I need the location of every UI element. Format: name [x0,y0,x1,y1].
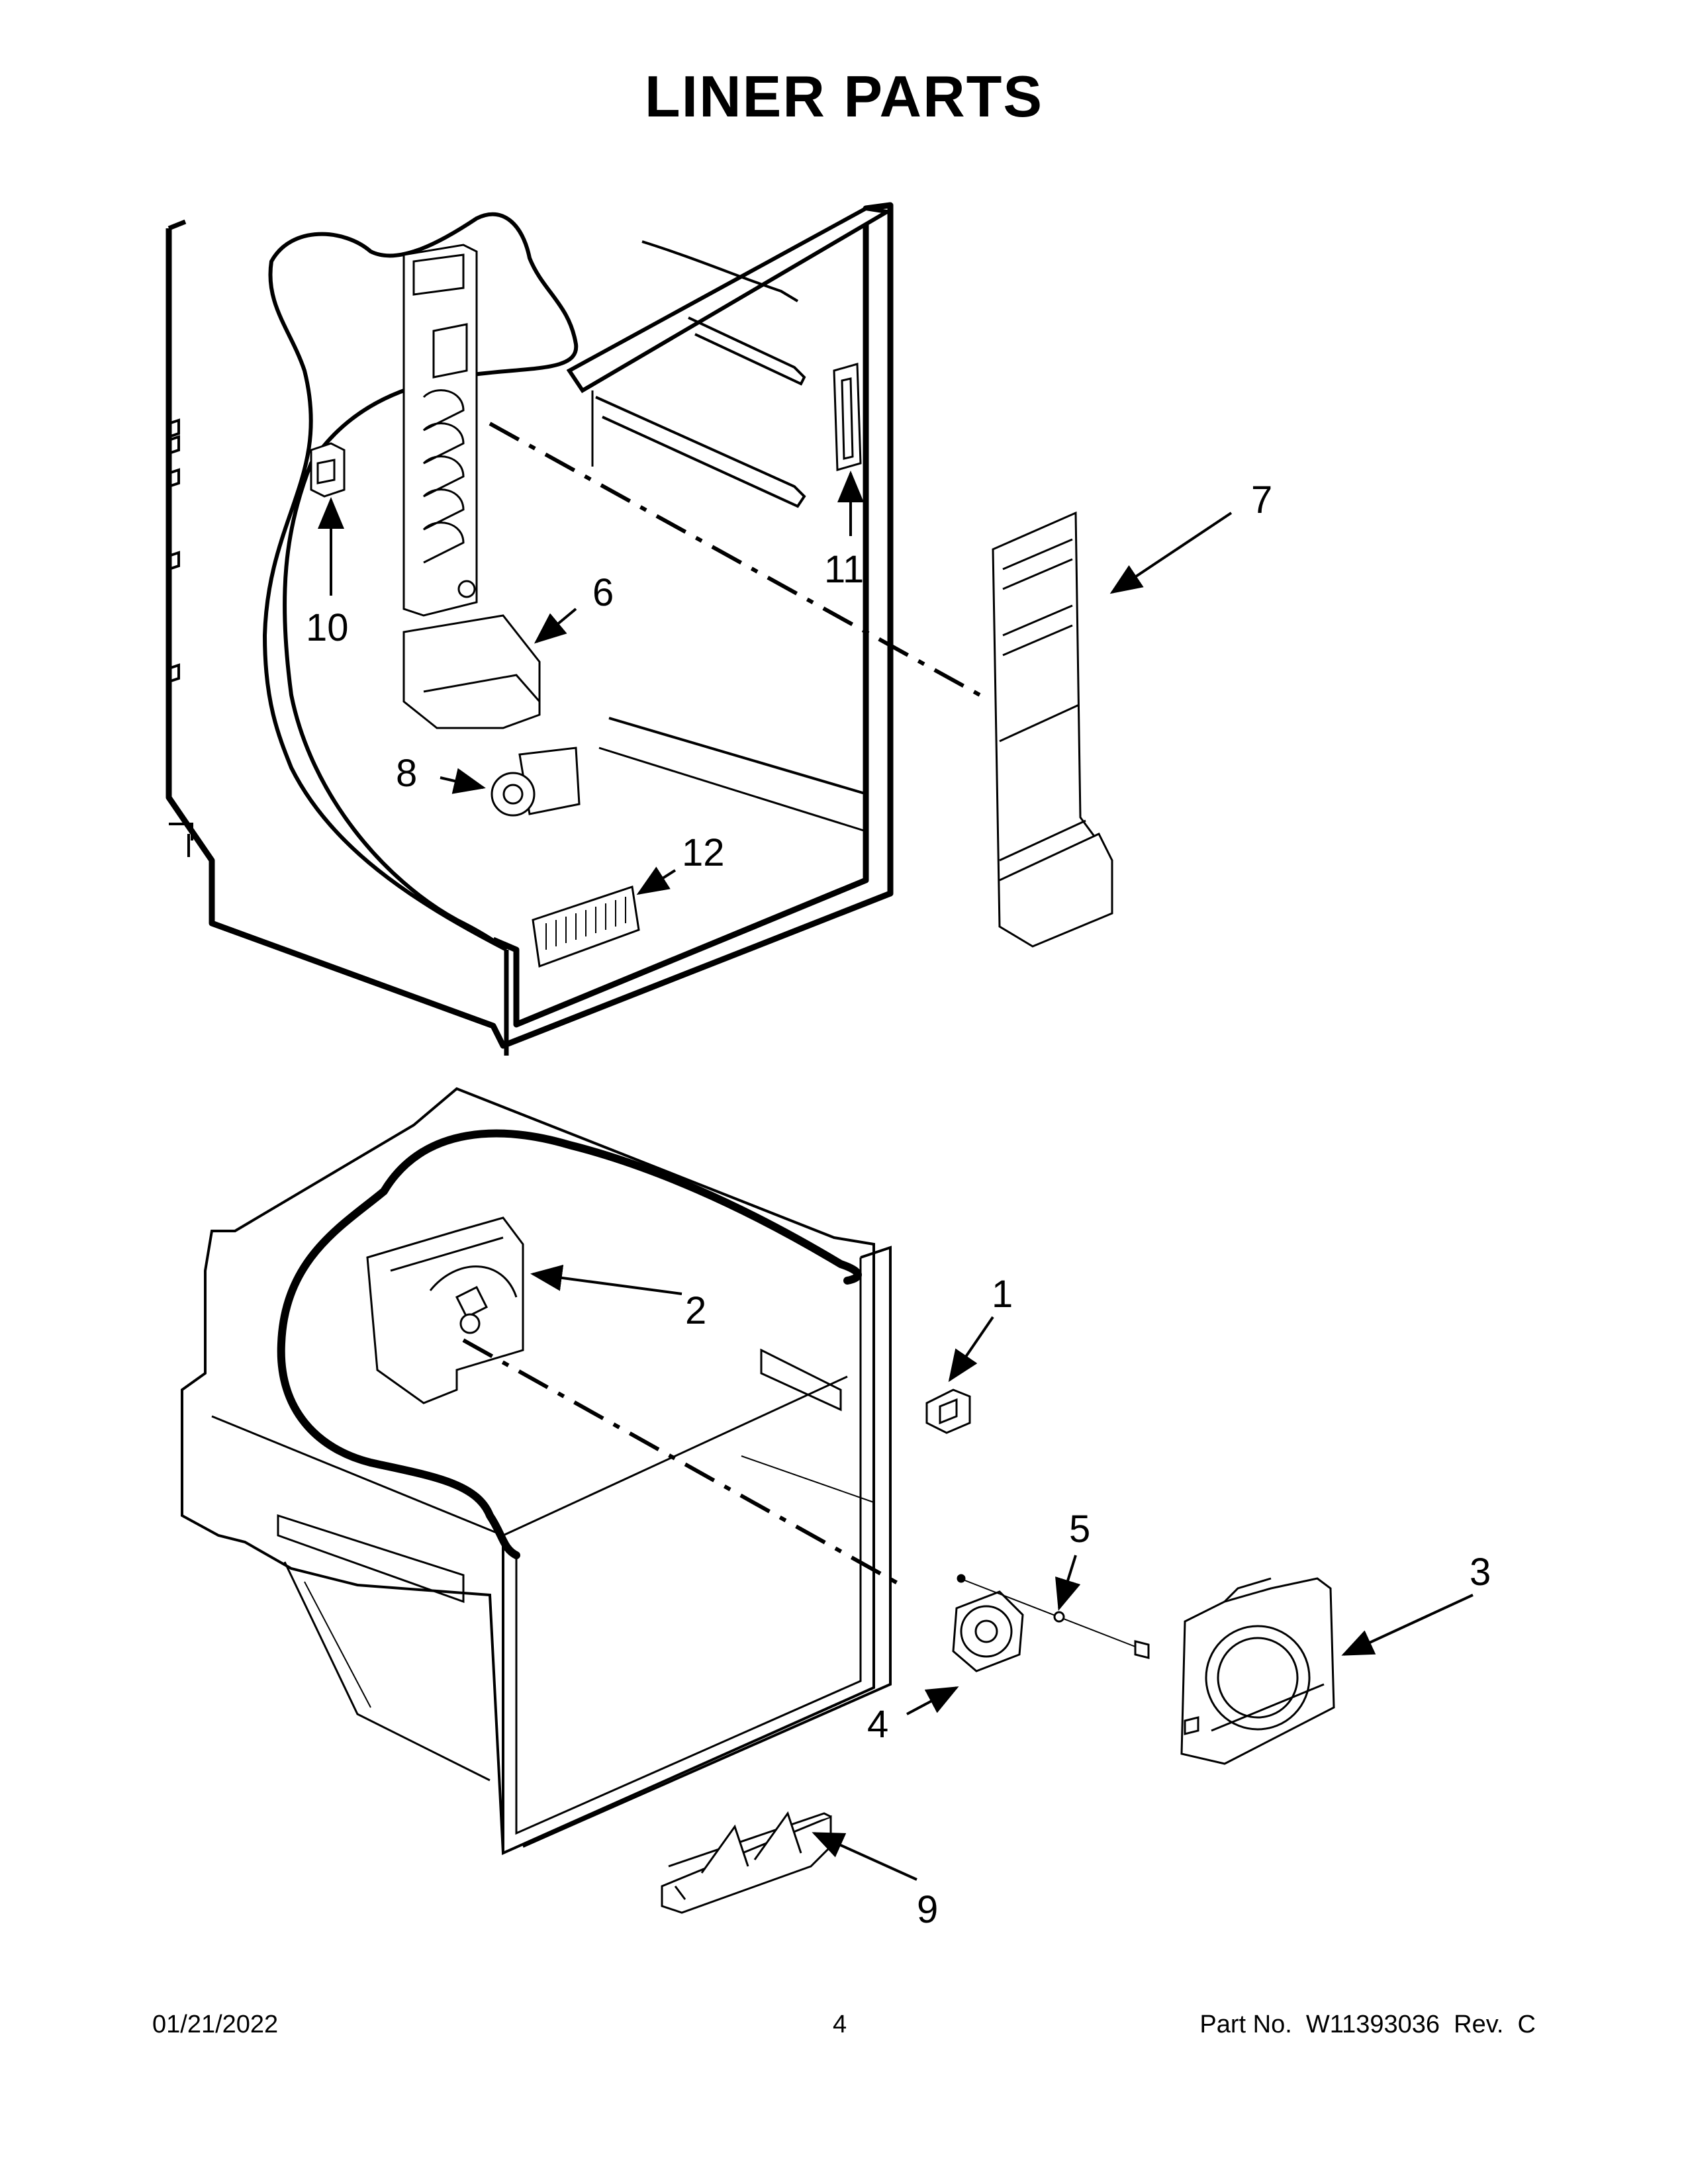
callout-3: 3 [1470,1551,1491,1594]
callout-2: 2 [685,1289,706,1332]
part-7-cover [992,511,1113,948]
callout-9: 9 [917,1888,938,1931]
callout-1: 1 [992,1273,1013,1316]
part-11-light [833,363,862,471]
callout-7: 7 [1251,478,1272,522]
part-3-fan-housing [1180,1577,1335,1765]
footer-page-number: 4 [833,2011,847,2038]
part-8-damper [491,747,581,817]
page-title: LINER PARTS [644,64,1044,129]
callout-4: 4 [867,1703,888,1746]
part-5-screw [957,1574,1150,1659]
callout-8: 8 [396,752,417,795]
freezer-liner [181,1087,892,1856]
footer-part-number: Part No. W11393036 Rev. C [1199,2011,1536,2038]
callout-10: 10 [306,606,349,649]
callout-11: 11 [824,548,864,591]
part-10-switch [310,442,346,498]
part-4-fan [952,1590,1024,1672]
part-9-lower-cover [661,1811,832,1914]
callout-arrows [318,471,1474,1881]
callout-5: 5 [1069,1508,1090,1551]
footer-date: 01/21/2022 [152,2011,279,2038]
fresh-food-liner [165,202,894,1056]
part-2-evap-cover [366,1216,524,1404]
part-12-grille [532,886,640,968]
part-1-clip [925,1388,971,1434]
part-6-air-tower [402,244,541,729]
callout-12: 12 [682,831,725,874]
callout-6: 6 [592,571,614,614]
